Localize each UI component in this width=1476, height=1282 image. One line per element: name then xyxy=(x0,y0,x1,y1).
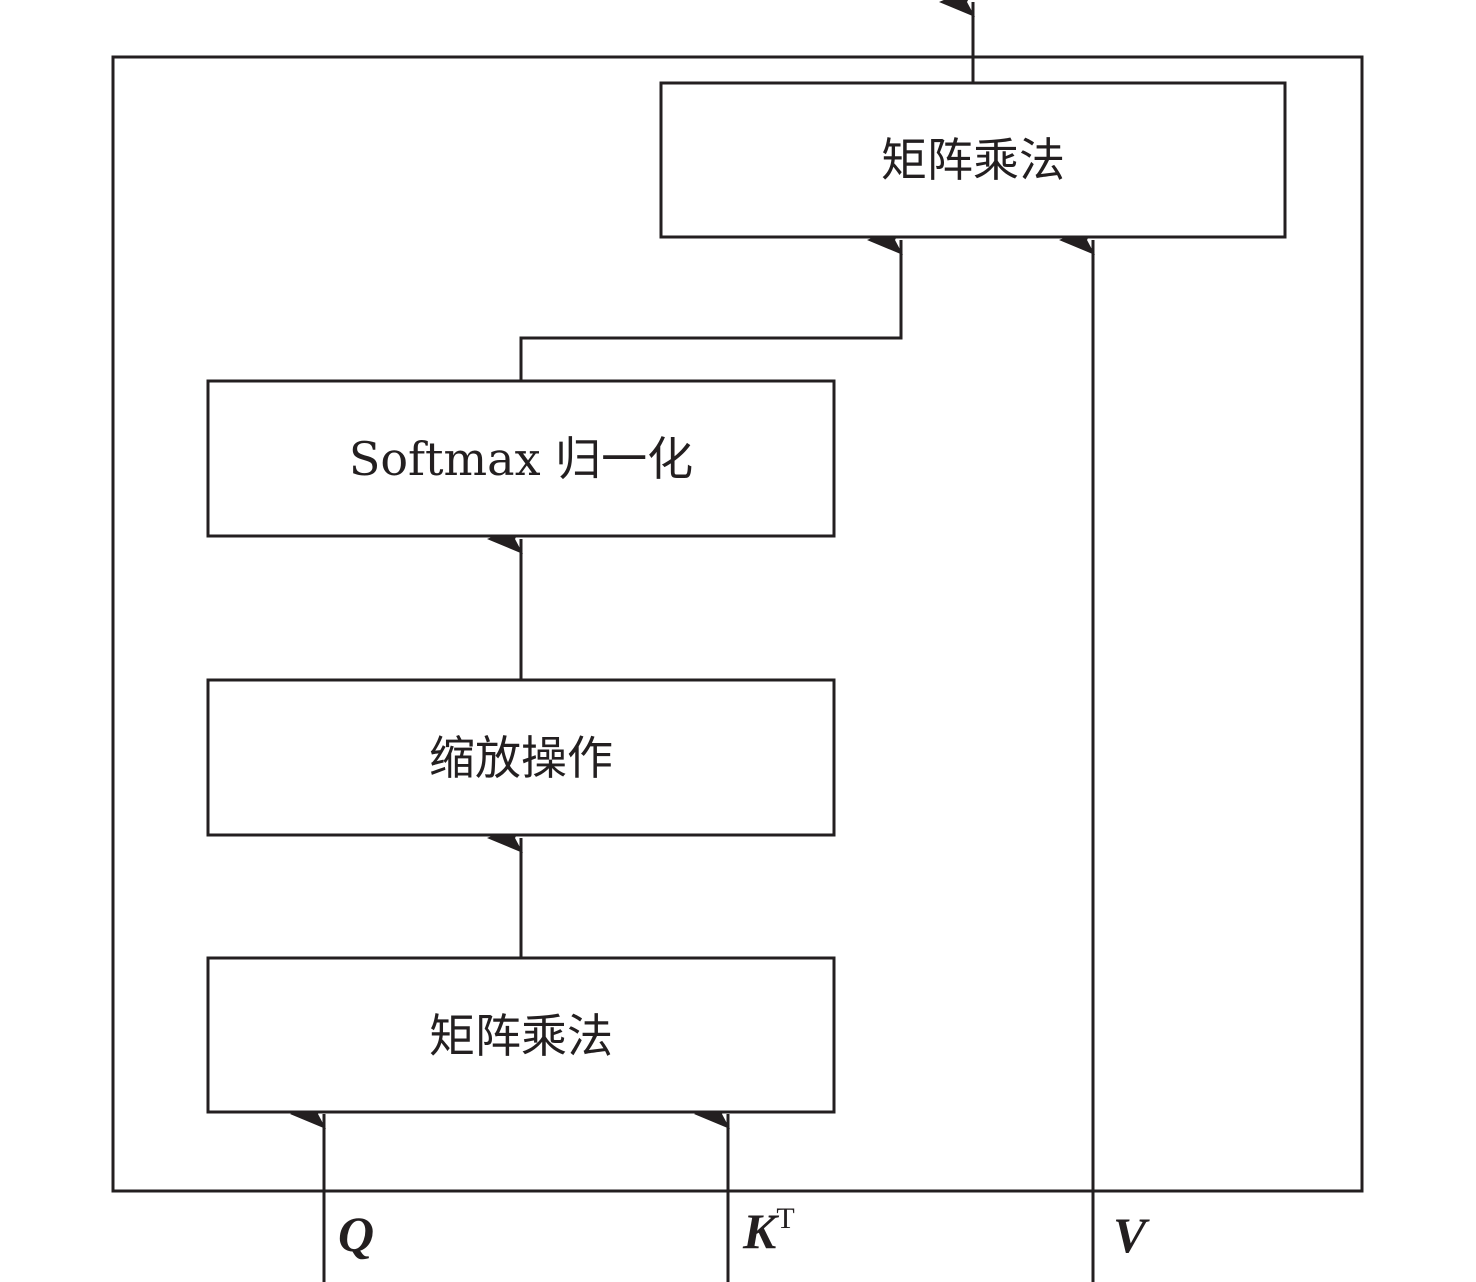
k-label: KT xyxy=(742,1202,795,1259)
matmul-bottom-label: 矩阵乘法 xyxy=(429,1009,613,1063)
softmax-box xyxy=(206,379,836,538)
softmax-label: Softmax 归一化 xyxy=(349,432,693,486)
k-transpose-superscript: T xyxy=(776,1202,794,1235)
softmax-to-matmul-arrow xyxy=(519,225,903,381)
v-label: V xyxy=(1113,1207,1150,1263)
matmul-top-box xyxy=(659,81,1287,239)
matmul-bottom-box xyxy=(206,956,836,1114)
attention-block-frame xyxy=(111,55,1364,1193)
q-label: Q xyxy=(338,1206,374,1262)
scale-box xyxy=(206,678,836,837)
scale-label: 缩放操作 xyxy=(429,731,613,785)
k-letter: K xyxy=(742,1203,780,1259)
matmul-top-label: 矩阵乘法 xyxy=(881,133,1065,187)
